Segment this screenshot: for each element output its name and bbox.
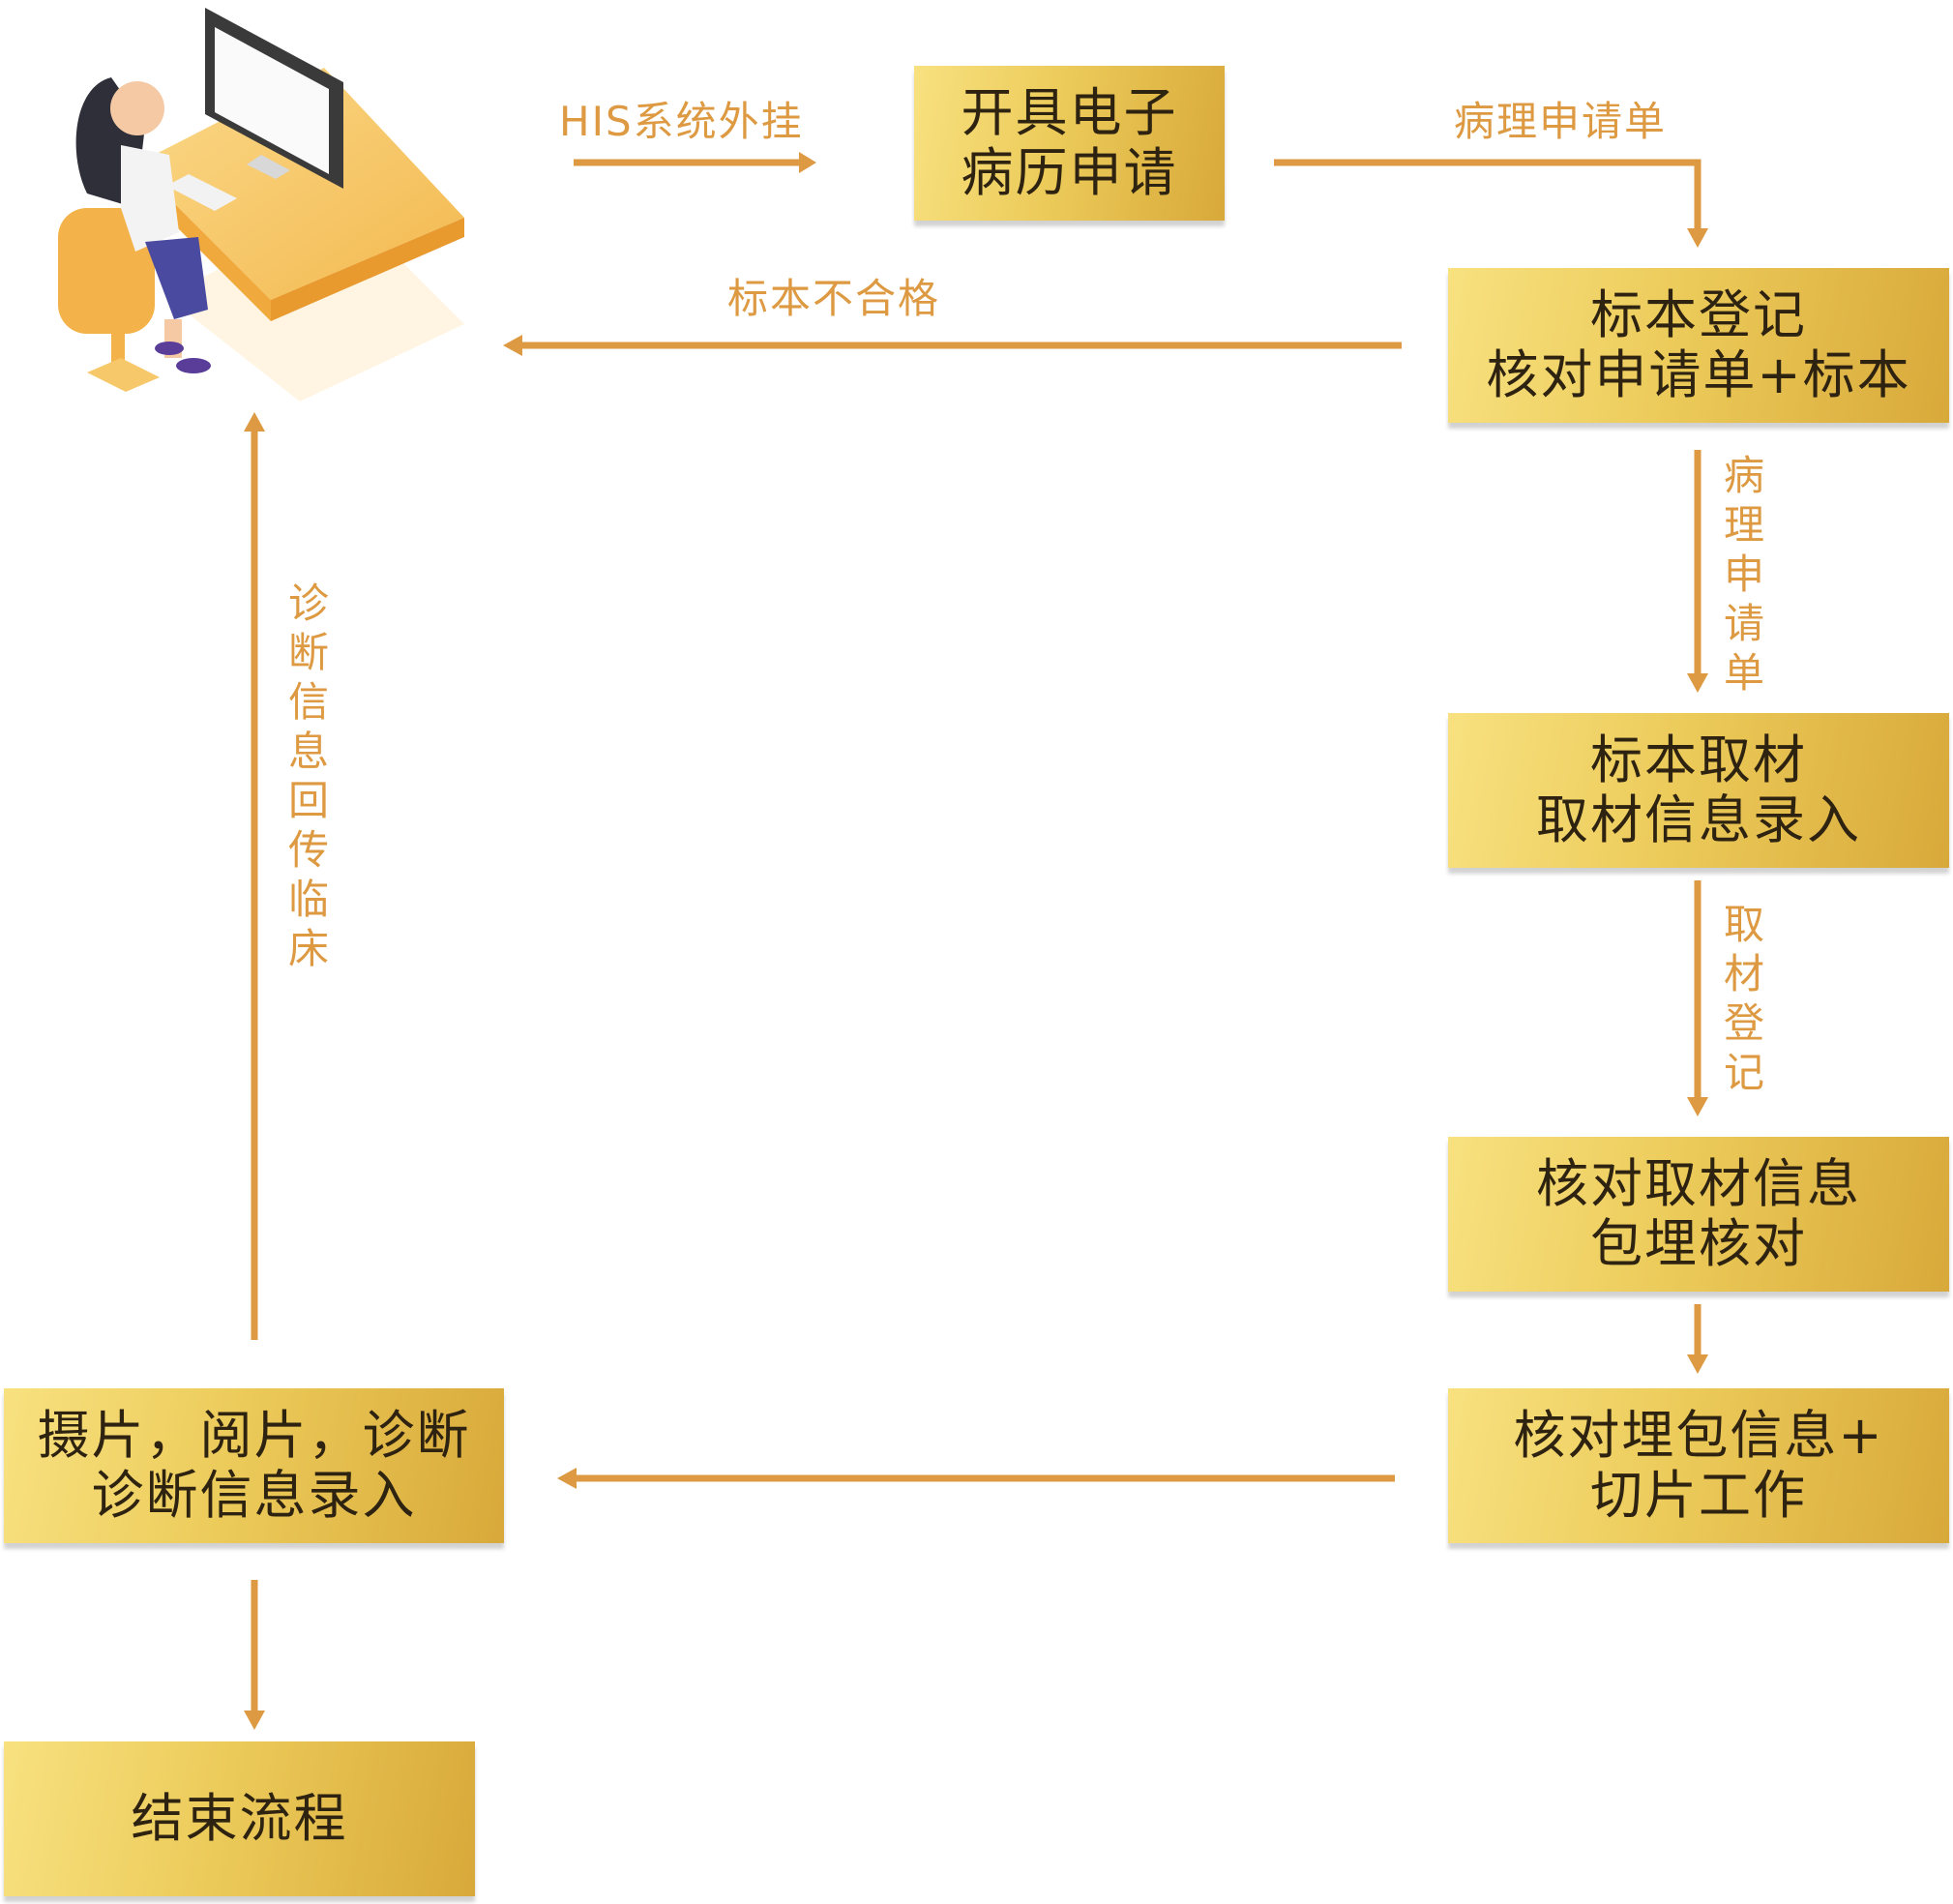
- box-specimen-sampling-line2: 取材信息录入: [1536, 789, 1861, 850]
- box-specimen-sampling-line1: 标本取材: [1590, 729, 1807, 790]
- arrow-sectioning-to-diagnosis-head: [557, 1468, 577, 1489]
- box-specimen-register-line2: 核对申请单+标本: [1486, 344, 1911, 405]
- box-verify-embedding: 核对取材信息 包埋核对: [1448, 1137, 1949, 1292]
- arrow-verify-to-sectioning-head: [1687, 1354, 1708, 1374]
- label-pathology-form-top: 病理申请单: [1454, 98, 1668, 145]
- arrow-register-to-sampling-head: [1687, 673, 1708, 693]
- box-verify-embedding-line2: 包埋核对: [1590, 1213, 1807, 1274]
- arrow-his-to-emr-head: [799, 152, 816, 173]
- box-end: 结束流程: [4, 1741, 475, 1896]
- label-pathology-form-side: 病理申请单: [1723, 452, 1764, 697]
- box-specimen-sampling: 标本取材 取材信息录入: [1448, 713, 1949, 868]
- arrow-emr-to-register-head: [1687, 228, 1708, 248]
- box-emr-request-line1: 开具电子: [961, 82, 1178, 143]
- arrow-diagnosis-to-clinic-head: [244, 412, 265, 431]
- box-emr-request: 开具电子 病历申请: [914, 66, 1225, 221]
- box-diagnosis-line2: 诊断信息录入: [91, 1465, 417, 1526]
- arrow-sampling-to-verify-head: [1687, 1097, 1708, 1116]
- box-specimen-register-line1: 标本登记: [1590, 284, 1807, 345]
- arrow-register-reject-head: [503, 335, 522, 356]
- label-diagnosis-return: 诊断信息回传临床: [287, 580, 329, 972]
- label-his-plugin: HIS系统外挂: [559, 98, 804, 145]
- box-sectioning-line1: 核对埋包信息+: [1513, 1405, 1884, 1466]
- label-specimen-rejected: 标本不合格: [727, 275, 941, 322]
- box-sectioning: 核对埋包信息+ 切片工作: [1448, 1388, 1949, 1543]
- arrow-diagnosis-to-end-head: [244, 1711, 265, 1730]
- box-diagnosis: 摄片，阅片，诊断 诊断信息录入: [4, 1388, 504, 1543]
- box-verify-embedding-line1: 核对取材信息: [1536, 1153, 1861, 1214]
- box-sectioning-line2: 切片工作: [1590, 1465, 1807, 1526]
- doctor-at-computer-illustration: [58, 8, 464, 402]
- box-specimen-register: 标本登记 核对申请单+标本: [1448, 268, 1949, 423]
- label-sampling-register: 取材登记: [1723, 901, 1764, 1096]
- arrow-emr-to-register: [1274, 159, 1701, 230]
- box-diagnosis-line1: 摄片，阅片，诊断: [37, 1405, 471, 1466]
- box-emr-request-line2: 病历申请: [961, 142, 1178, 203]
- box-end-line1: 结束流程: [131, 1788, 348, 1849]
